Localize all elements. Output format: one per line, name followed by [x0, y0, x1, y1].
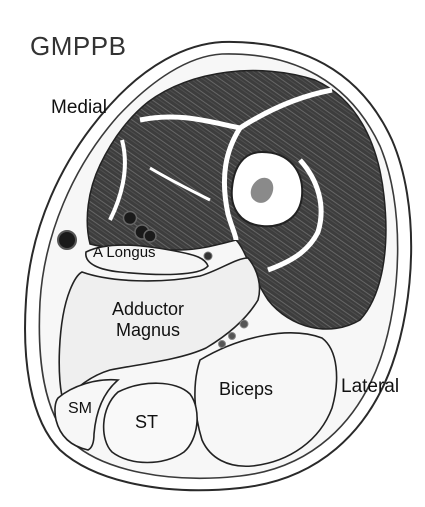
label-adductor-longus: A Longus: [93, 244, 156, 261]
adductor-magnus-muscle: [58, 257, 261, 406]
adductor-longus-muscle: [85, 244, 209, 276]
septum-line: [139, 87, 333, 131]
vessel-icon: [203, 251, 213, 261]
septum-line: [267, 158, 324, 273]
vessel-icon: [143, 229, 157, 243]
vessel-icon: [57, 230, 77, 250]
biceps-muscle: [194, 332, 338, 468]
label-semimembranosus: SM: [68, 400, 92, 417]
septum-line: [221, 126, 243, 241]
label-medial: Medial: [51, 97, 107, 118]
label-biceps: Biceps: [219, 379, 274, 399]
label-adductor-magnus-line1: Adductor: [111, 299, 185, 319]
vessel-icon: [122, 210, 138, 226]
label-lateral: Lateral: [341, 376, 400, 397]
septum-line: [149, 166, 211, 202]
vessel-icon: [228, 332, 236, 340]
label-adductor-magnus: Adductor Magnus: [98, 299, 198, 340]
sm-muscle: [54, 378, 120, 451]
label-semitendinosus: ST: [135, 412, 159, 432]
figure-title: GMPPB: [30, 31, 127, 61]
bone-marrow: [250, 177, 274, 203]
vessel-icon: [239, 319, 249, 329]
label-adductor-magnus-line2: Magnus: [115, 319, 181, 340]
vessel-icon: [218, 340, 226, 348]
septum-line: [108, 139, 127, 221]
st-muscle: [102, 382, 198, 464]
